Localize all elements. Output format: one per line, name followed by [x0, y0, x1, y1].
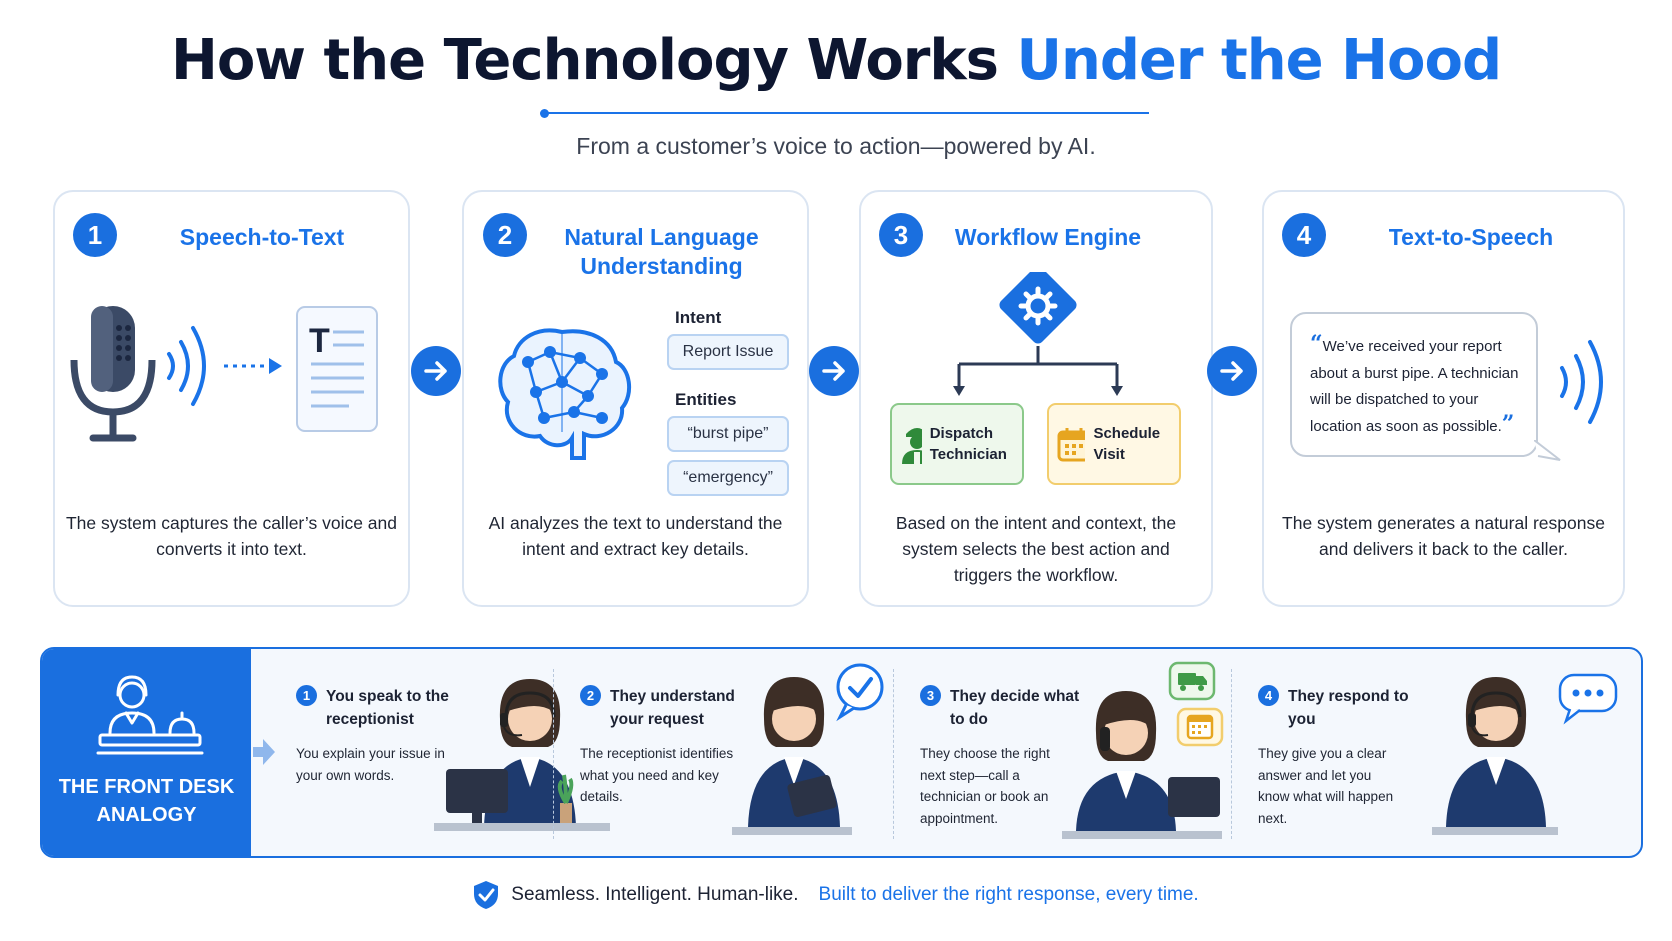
analogy-step-description: The receptionist identifies what you nee… [580, 746, 734, 804]
technician-icon [902, 428, 922, 464]
analogy-step-3: 3 They decide what to do They choose the… [894, 649, 1232, 856]
title-underline-dot [540, 109, 549, 118]
receptionist-responding-illustration [1432, 673, 1618, 835]
brain-network-icon [498, 328, 632, 460]
microphone-to-document-icon: T [70, 306, 378, 442]
arrow-right-icon [1220, 361, 1243, 381]
step-description: The system generates a natural response … [1282, 513, 1605, 559]
analogy-divider [1231, 669, 1232, 839]
bubble-tail [1534, 440, 1561, 461]
footer-tagline-text: Seamless. Intelligent. Human-like. [511, 884, 799, 905]
step-number-badge: 1 [73, 213, 117, 257]
checkmark-icon [848, 677, 873, 698]
analogy-step-title: They respond to you [1288, 688, 1409, 728]
footer-accent-text: Built to deliver the right response, eve… [818, 884, 1199, 905]
step-card-workflow-engine: 3 Workflow Engine Dispatch Technician [859, 190, 1213, 607]
document-icon: T [296, 306, 378, 432]
option-label: Dispatch Technician [929, 425, 1007, 463]
arrow-right-icon [253, 739, 275, 765]
truck-icon [1178, 673, 1207, 691]
sound-wave-icon [1560, 340, 1603, 424]
gear-icon [1018, 286, 1058, 326]
receptionist-with-tablet-illustration [732, 663, 884, 835]
svg-text:T: T [309, 322, 330, 360]
analogy-step-4: 4 They respond to you They give you a cl… [1232, 649, 1641, 856]
sound-wave-icon [167, 326, 206, 406]
open-quote-icon: “ [1310, 331, 1323, 357]
flow-arrow-2 [809, 346, 859, 396]
analogy-divider [553, 669, 554, 839]
analogy-step-number: 1 [296, 685, 317, 706]
microphone-icon [70, 306, 156, 442]
arrow-right-icon [424, 361, 447, 381]
analogy-side-banner: THE FRONT DESK ANALOGY [42, 649, 251, 856]
analogy-step-description: They choose the right next step—call a t… [920, 746, 1050, 826]
step-title: Text-to-Speech [1388, 224, 1554, 250]
entities-label: Entities [675, 390, 737, 409]
step-number-badge: 2 [483, 213, 527, 257]
workflow-branch-icon [953, 272, 1123, 396]
step-description: Based on the intent and context, the sys… [895, 513, 1177, 585]
option-label: Schedule Visit [1093, 425, 1161, 463]
response-speech-bubble: “We’ve received your report about a burs… [1290, 312, 1538, 457]
analogy-step-description: They give you a clear answer and let you… [1258, 746, 1394, 826]
step-card-speech-to-text: 1 Speech-to-Text T [53, 190, 410, 607]
analogy-step-description: You explain your issue in your own words… [296, 746, 445, 783]
step-number-badge: 4 [1282, 213, 1326, 257]
schedule-visit-option: Schedule Visit [1047, 403, 1181, 485]
title-underline [545, 112, 1149, 114]
step-title: Speech-to-Text [179, 224, 345, 250]
analogy-step-number: 2 [580, 685, 601, 706]
dispatch-technician-option: Dispatch Technician [890, 403, 1024, 485]
ellipsis-icon [1572, 689, 1604, 697]
entity-chip: “burst pipe” [667, 416, 789, 452]
step-card-text-to-speech: 4 Text-to-Speech “We’ve received your re… [1262, 190, 1625, 607]
analogy-step-title: They understand your request [610, 688, 735, 728]
analogy-divider [893, 669, 894, 839]
flow-arrow-1 [411, 346, 461, 396]
calendar-icon [1186, 714, 1214, 740]
analogy-label: THE FRONT DESK ANALOGY [58, 776, 235, 826]
intent-chip: Report Issue [667, 334, 789, 370]
page-title: How the Technology Works Under the Hood [0, 28, 1672, 93]
close-quote-icon: ” [1501, 410, 1515, 437]
shield-check-icon [474, 881, 499, 909]
step-title: Workflow Engine [954, 224, 1142, 250]
calendar-icon [1057, 428, 1086, 462]
analogy-step-number: 3 [920, 685, 941, 706]
title-accent: Under the Hood [1016, 28, 1503, 93]
analogy-step-2: 2 They understand your request The recep… [554, 649, 894, 856]
front-desk-analogy-panel: THE FRONT DESK ANALOGY 1 You speak to th… [40, 647, 1643, 858]
step-number-badge: 3 [879, 213, 923, 257]
receptionist-desk-icon [96, 675, 204, 755]
arrow-right-icon [822, 361, 845, 381]
analogy-step-number: 4 [1258, 685, 1279, 706]
step-description: The system captures the caller’s voice a… [65, 513, 398, 559]
entity-chip: “emergency” [667, 460, 789, 496]
step-description: AI analyzes the text to understand the i… [488, 513, 783, 559]
step-card-nlu: 2 Natural Language Understanding Intent … [462, 190, 809, 607]
response-text: We’ve received your report about a burst… [1310, 338, 1519, 435]
analogy-step-title: You speak to the receptionist [326, 688, 449, 728]
receptionist-on-phone-illustration [1062, 661, 1224, 839]
page-subtitle: From a customer’s voice to action—powere… [576, 133, 1096, 159]
title-main: How the Technology Works [170, 28, 999, 93]
flow-arrow-3 [1207, 346, 1257, 396]
analogy-step-title: They decide what to do [950, 688, 1080, 728]
intent-label: Intent [675, 308, 722, 327]
step-title: Natural Language Understanding [564, 224, 759, 279]
footer-tagline: Seamless. Intelligent. Human-like. Built… [0, 880, 1672, 910]
